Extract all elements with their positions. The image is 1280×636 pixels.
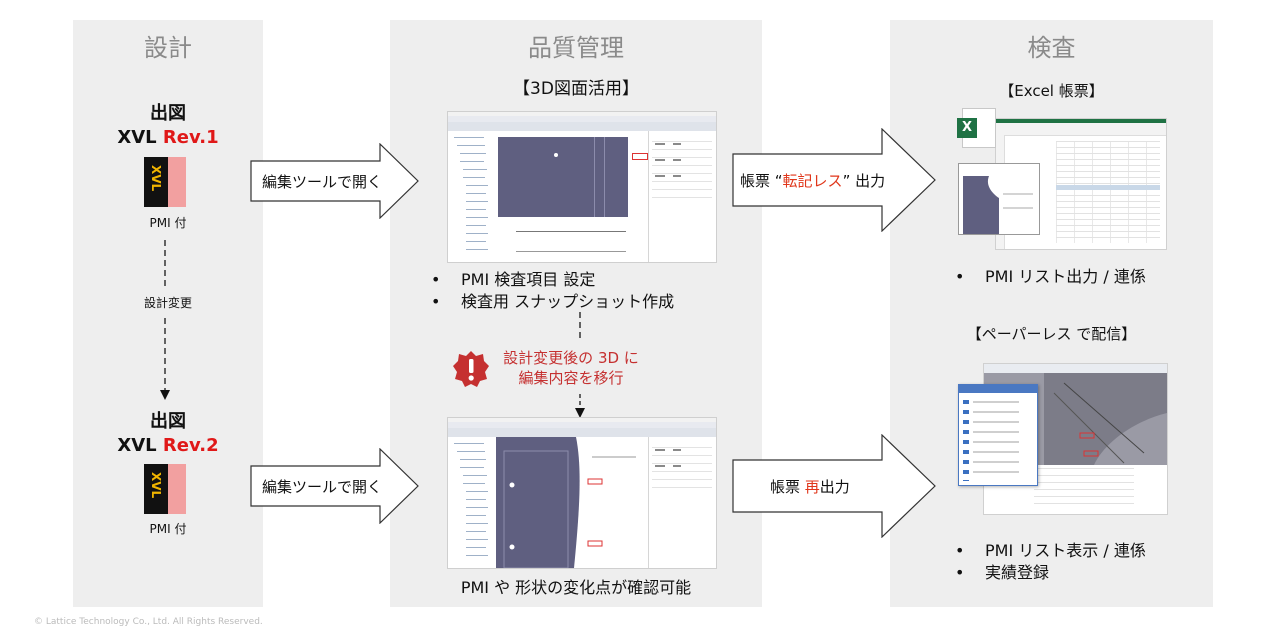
cad-screenshot-rev1 [447, 111, 717, 263]
excel-sheet [995, 118, 1167, 250]
inspection-bullet-bottom-1-text: PMI リスト表示 / 連係 [985, 541, 1146, 560]
rev1-block: 出図 XVL Rev.1 [73, 102, 263, 150]
open-tool-arrow-2 [250, 448, 419, 524]
output-label-2-pre: 帳票 [770, 478, 805, 496]
output-label-1-pre: 帳票 “ [740, 172, 783, 190]
excel-logo-text: X [957, 118, 977, 138]
rev2-rev: Rev.2 [162, 435, 219, 456]
excel-heading: 【Excel 帳票】 [999, 82, 1104, 100]
rev2-block: 出図 XVL Rev.2 [73, 410, 263, 458]
design-column-title: 設計 [144, 34, 192, 62]
rev2-pmi: PMI 付 [149, 522, 187, 536]
cad-screenshot-rev2 [447, 417, 717, 569]
xvl-file-icon-2: XVL [144, 464, 186, 514]
inspection-bullet-bottom-2-text: 実績登録 [985, 563, 1050, 582]
warning-line-1: 設計変更後の 3D に [503, 349, 639, 367]
inspection-bullet-top-1-text: PMI リスト出力 / 連係 [985, 267, 1146, 286]
rev1-prefix: XVL [117, 127, 163, 148]
warning-line-2: 編集内容を移行 [518, 369, 624, 387]
warning-icon [453, 351, 489, 387]
quality-bottom-text: PMI や 形状の変化点が確認可能 [460, 578, 692, 597]
rev1-label: 出図 [150, 103, 186, 124]
quality-column-title: 品質管理 [528, 34, 624, 62]
open-tool-label-2: 編集ツールで開く [262, 478, 383, 496]
rev1-version: XVL Rev.1 [73, 126, 263, 150]
open-tool-label-1: 編集ツールで開く [262, 173, 383, 191]
output-label-2-highlight: 再 [804, 478, 820, 496]
rev2-prefix: XVL [117, 435, 163, 456]
rev2-label: 出図 [150, 411, 186, 432]
excel-model-snapshot [958, 163, 1040, 235]
paperless-heading: 【ペーパーレス で配信】 [966, 325, 1137, 343]
quality-bullet-2-text: 検査用 スナップショット作成 [461, 292, 675, 311]
open-tool-arrow-1 [250, 143, 419, 219]
copyright: © Lattice Technology Co., Ltd. All Right… [34, 617, 263, 627]
rev1-rev: Rev.1 [162, 127, 219, 148]
output-arrow-2 [732, 434, 936, 538]
warning-text: 設計変更後の 3D に 編集内容を移行 [496, 348, 646, 388]
xvl-logo-text: XVL [149, 472, 163, 499]
excel-file-icon: X [957, 108, 996, 148]
migration-arrow [575, 312, 585, 418]
inspection-column-title: 検査 [1027, 34, 1076, 62]
rev1-pmi: PMI 付 [149, 216, 187, 230]
inspection-bullet-top-1: •PMI リスト出力 / 連係 [955, 267, 1146, 286]
output-label-2: 帳票 再出力 [770, 476, 850, 497]
output-arrow-1 [732, 128, 936, 232]
quality-bullet-1: •PMI 検査項目 設定 [431, 270, 596, 289]
paperless-viewer [983, 363, 1168, 515]
rev2-version: XVL Rev.2 [73, 434, 263, 458]
design-change-arrow [160, 240, 170, 400]
quality-heading: 【3D図面活用】 [513, 79, 639, 99]
xvl-logo-text: XVL [149, 165, 163, 192]
pmi-list-popup [958, 384, 1038, 486]
output-label-1: 帳票 “転記レス” 出力 [740, 170, 885, 191]
output-label-1-post: ” 出力 [842, 172, 886, 190]
xvl-file-icon-1: XVL [144, 157, 186, 207]
design-change-label: 設計変更 [143, 296, 192, 310]
quality-bullet-1-text: PMI 検査項目 設定 [461, 270, 596, 289]
output-label-1-highlight: 転記レス [782, 172, 843, 190]
quality-bullet-2: •検査用 スナップショット作成 [431, 292, 675, 311]
output-label-2-post: 出力 [819, 478, 850, 496]
inspection-column: 検査 [890, 20, 1213, 607]
inspection-bullet-bottom-2: •実績登録 [955, 563, 1050, 582]
inspection-bullet-bottom-1: •PMI リスト表示 / 連係 [955, 541, 1146, 560]
